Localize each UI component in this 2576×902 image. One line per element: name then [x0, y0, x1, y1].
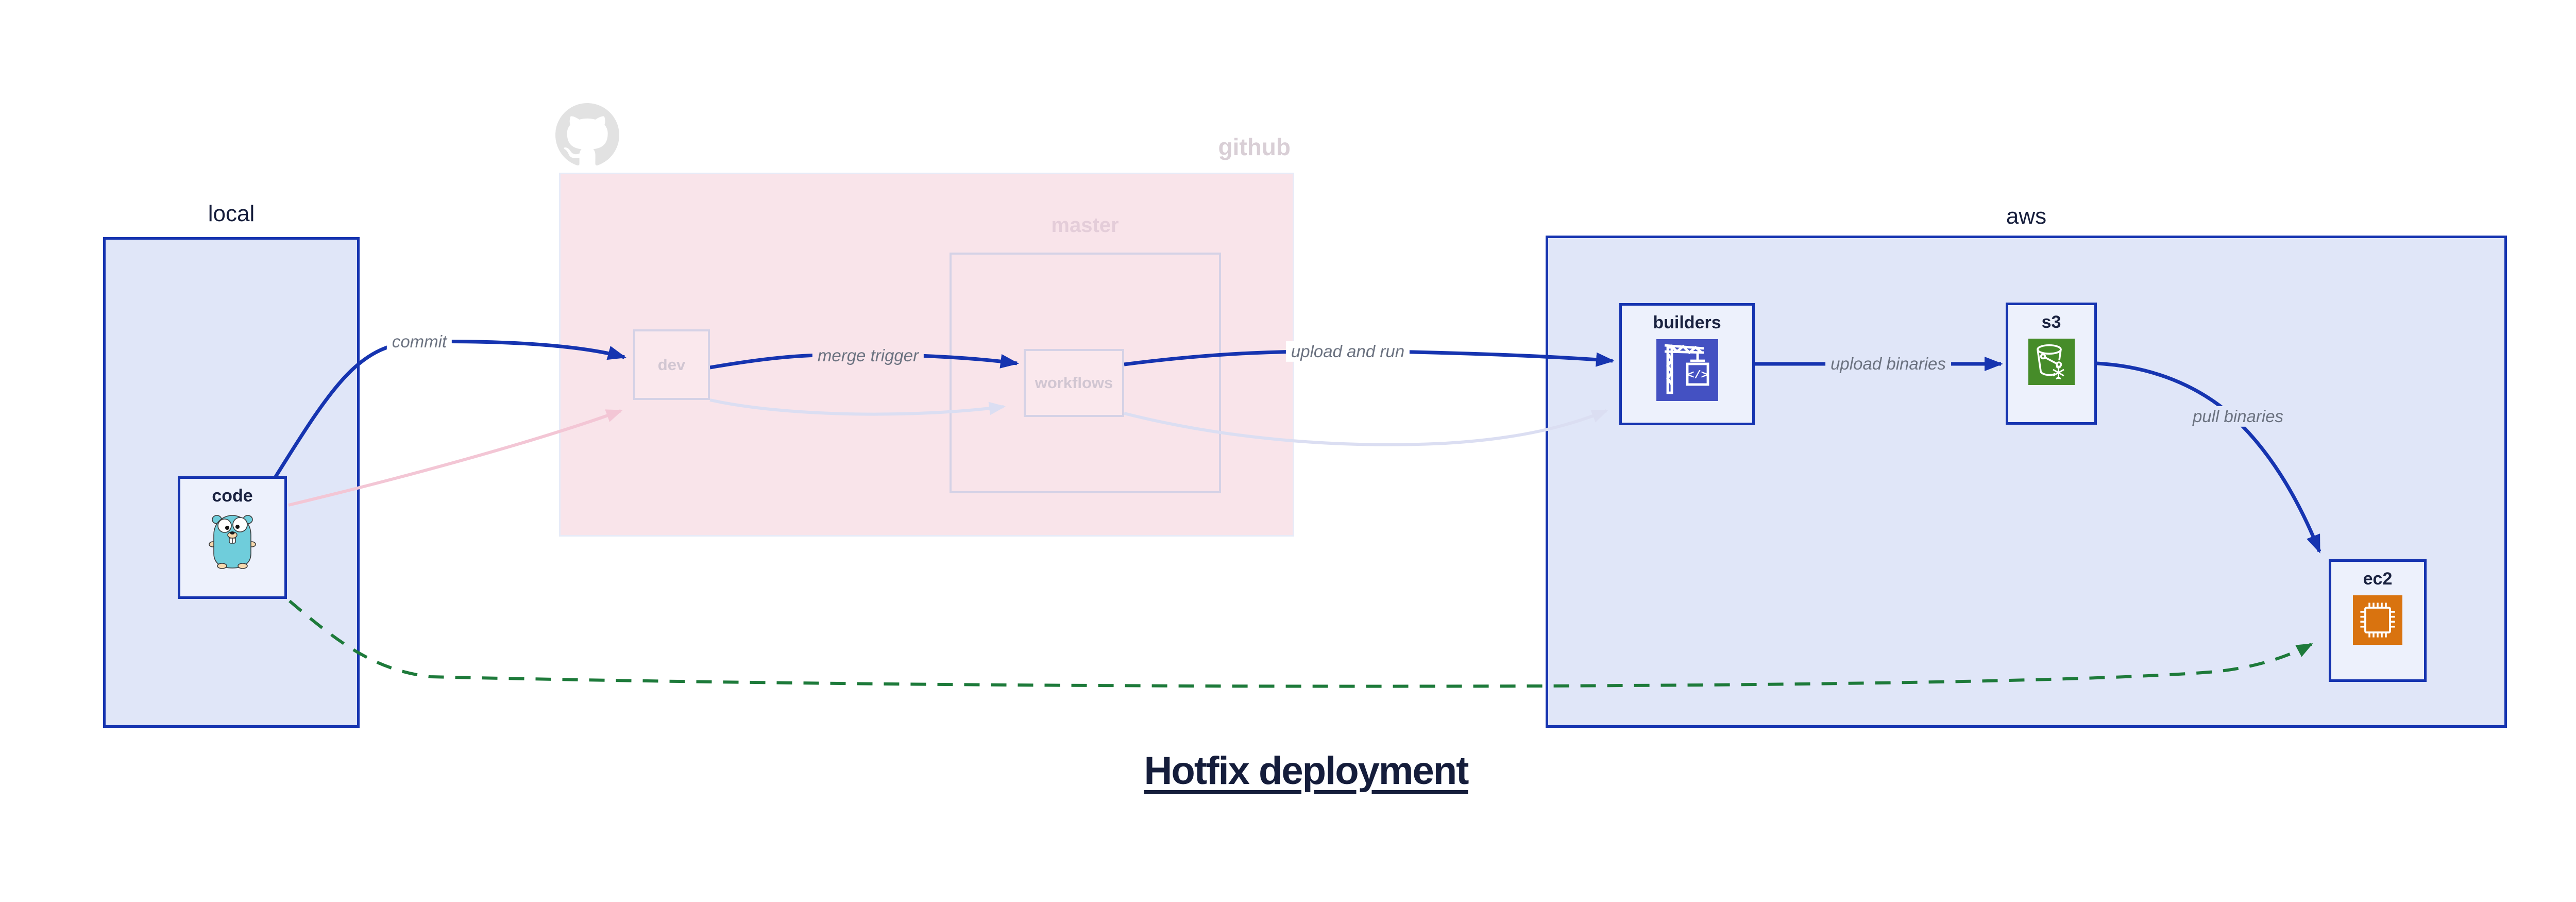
group-master-box — [950, 253, 1221, 493]
page-title: Hotfix deployment — [1144, 749, 1469, 793]
group-label-aws: aws — [2006, 204, 2047, 229]
node-workflows: workflows — [1024, 349, 1124, 417]
node-label-code: code — [212, 486, 253, 506]
group-label-master: master — [1051, 214, 1119, 237]
edge-label-upload-and-run: upload and run — [1285, 341, 1410, 362]
edge-label-commit: commit — [386, 331, 452, 353]
edge-label-pull-binaries: pull binaries — [2187, 406, 2289, 427]
node-builders: builders </> — [1619, 303, 1755, 425]
code-glyph: </> — [1687, 369, 1708, 382]
node-ec2: ec2 — [2329, 559, 2427, 682]
node-code: code — [178, 476, 287, 599]
node-label-workflows: workflows — [1035, 374, 1113, 392]
node-label-s3: s3 — [2041, 312, 2061, 332]
ec2-chip-icon — [2353, 595, 2402, 645]
node-s3: s3 — [2006, 303, 2097, 425]
s3-glacier-bucket-icon — [2028, 339, 2075, 385]
codebuild-crane-icon: </> — [1656, 339, 1718, 401]
github-octocat-icon — [555, 103, 619, 165]
edge-label-merge-trigger: merge trigger — [812, 345, 924, 366]
edge-label-upload-binaries: upload binaries — [1825, 353, 1951, 375]
group-label-local: local — [208, 201, 255, 226]
node-label-ec2: ec2 — [2363, 569, 2393, 589]
node-dev: dev — [633, 329, 710, 400]
go-gopher-icon — [209, 515, 256, 569]
node-label-dev: dev — [657, 355, 686, 374]
group-label-github: github — [1218, 133, 1291, 160]
node-label-builders: builders — [1653, 313, 1721, 332]
